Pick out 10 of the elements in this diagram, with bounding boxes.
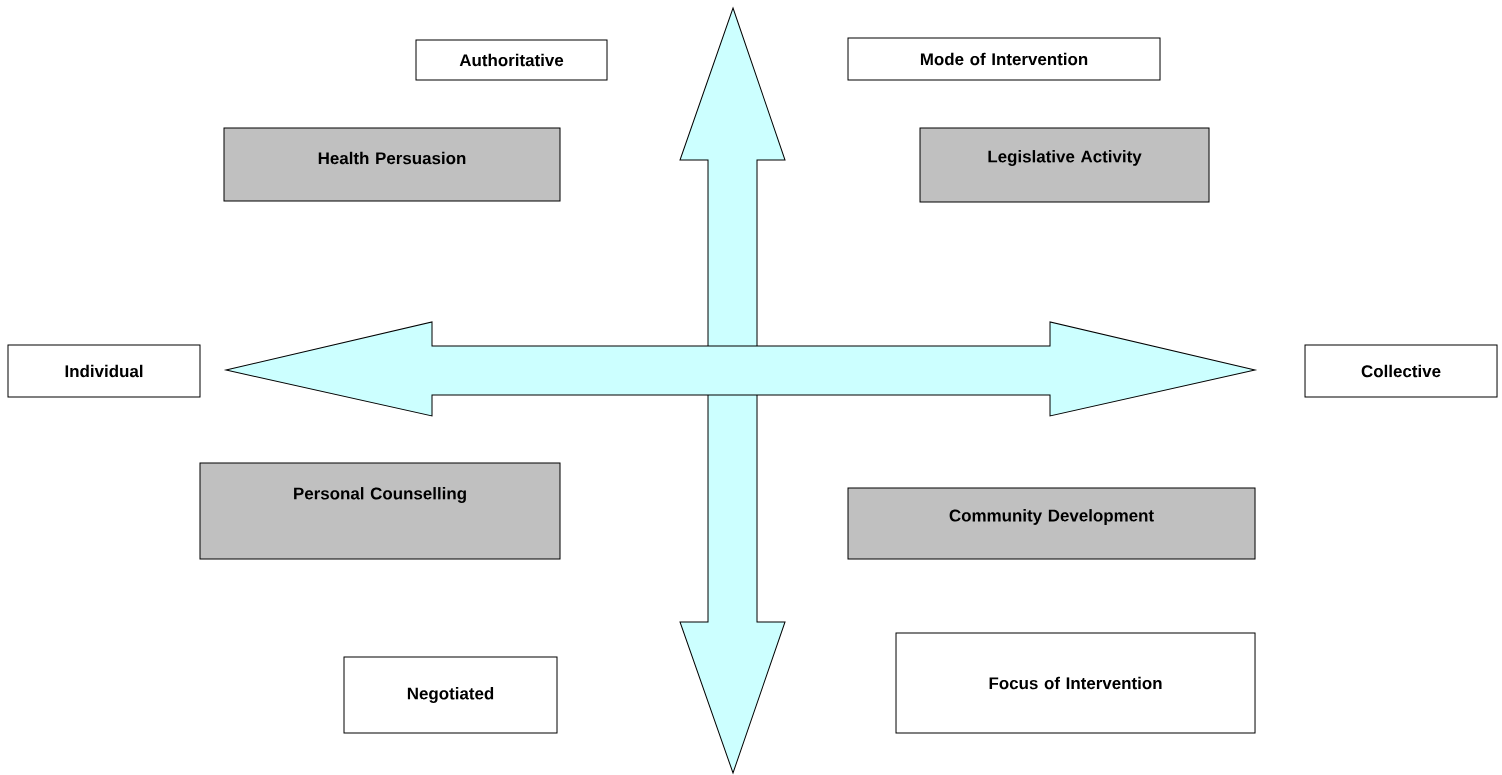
category-box: Community Development (847, 487, 1256, 560)
category-box: Legislative Activity (919, 127, 1210, 203)
category-box: Personal Counselling (199, 462, 561, 560)
label-box: Authoritative (415, 39, 608, 81)
label-box: Collective (1304, 344, 1498, 398)
label-box: Focus of Intervention (895, 632, 1256, 734)
category-box: Health Persuasion (223, 127, 561, 202)
label-box: Negotiated (343, 656, 558, 734)
label-box: Individual (7, 344, 201, 398)
label-box: Mode of Intervention (847, 37, 1161, 81)
